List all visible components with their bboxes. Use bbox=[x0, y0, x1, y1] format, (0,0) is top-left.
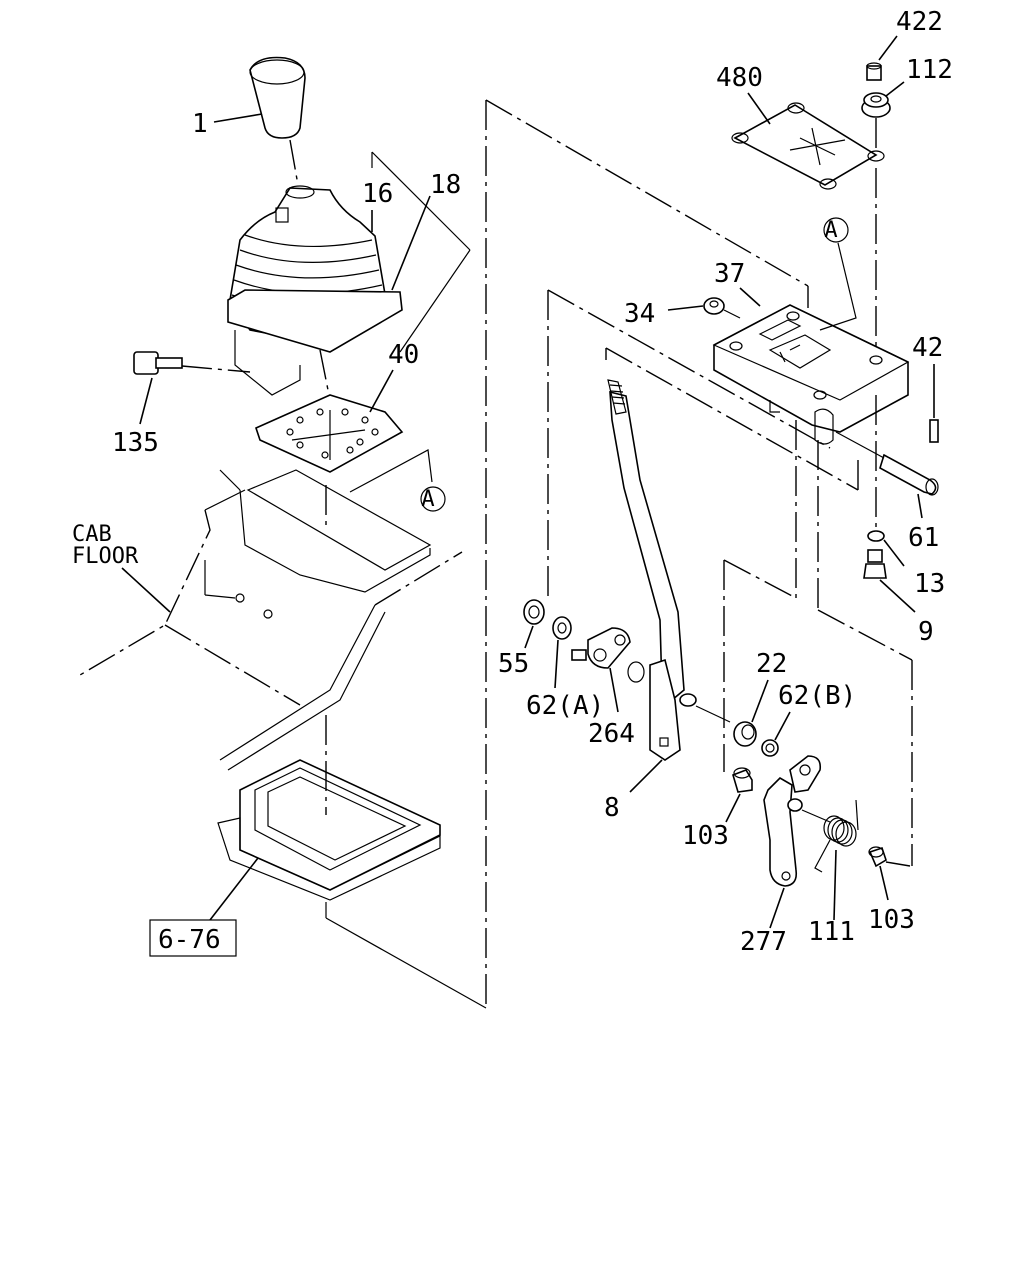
label-1: 1 bbox=[192, 109, 208, 139]
label-circle-a-left: A bbox=[421, 487, 434, 512]
washer-62b-part bbox=[761, 739, 779, 757]
label-264: 264 bbox=[588, 719, 635, 749]
label-422: 422 bbox=[896, 7, 943, 37]
label-40: 40 bbox=[388, 340, 419, 370]
label-circle-a-right: A bbox=[824, 218, 837, 243]
label-277: 277 bbox=[740, 927, 787, 957]
label-112: 112 bbox=[906, 55, 953, 85]
label-111: 111 bbox=[808, 917, 855, 947]
label-34: 34 bbox=[624, 299, 655, 329]
label-62b: 62(B) bbox=[778, 681, 856, 711]
label-8: 8 bbox=[604, 793, 620, 823]
grommet-112-part bbox=[861, 92, 891, 118]
washer-13-part bbox=[867, 530, 885, 542]
label-55: 55 bbox=[498, 649, 529, 679]
bracket-37-part bbox=[712, 304, 910, 445]
floor-frame-part bbox=[217, 759, 441, 901]
label-22: 22 bbox=[756, 649, 787, 679]
plate-part bbox=[227, 289, 403, 396]
label-floor: FLOOR bbox=[72, 544, 139, 569]
label-18: 18 bbox=[430, 170, 461, 200]
label-13: 13 bbox=[914, 569, 945, 599]
spring-111-part bbox=[814, 799, 859, 873]
knob-part bbox=[249, 56, 306, 139]
lever-8-part bbox=[607, 379, 697, 761]
ref-box-frame bbox=[149, 919, 237, 957]
label-16: 16 bbox=[362, 179, 393, 209]
arm-277-part bbox=[763, 755, 822, 887]
label-9: 9 bbox=[918, 617, 934, 647]
cover-plate-part bbox=[255, 394, 404, 473]
link-264-part bbox=[571, 627, 631, 669]
label-ref-6-76: 6-76 bbox=[158, 925, 221, 955]
label-62a: 62(A) bbox=[526, 691, 604, 721]
label-135: 135 bbox=[112, 428, 159, 458]
label-103-right: 103 bbox=[868, 905, 915, 935]
bushing-22-part bbox=[733, 721, 757, 747]
label-37: 37 bbox=[714, 259, 745, 289]
bushing-103-right-part bbox=[868, 846, 887, 868]
bolt-9-part bbox=[863, 549, 887, 579]
label-103-left: 103 bbox=[682, 821, 729, 851]
label-61: 61 bbox=[908, 523, 939, 553]
bushing-103-left-part bbox=[732, 767, 753, 793]
bolt-135-part bbox=[133, 351, 183, 375]
shaft-61-part bbox=[879, 453, 939, 496]
label-cab: CAB bbox=[72, 522, 112, 547]
label-42: 42 bbox=[912, 333, 943, 363]
washer-62a-part bbox=[552, 616, 572, 640]
pin-422-part bbox=[866, 62, 882, 81]
washer-55-part bbox=[523, 599, 545, 625]
plate-480-part bbox=[731, 102, 885, 190]
label-480: 480 bbox=[716, 63, 763, 93]
pin-42-part bbox=[929, 419, 939, 443]
nut-34-part bbox=[703, 297, 725, 315]
